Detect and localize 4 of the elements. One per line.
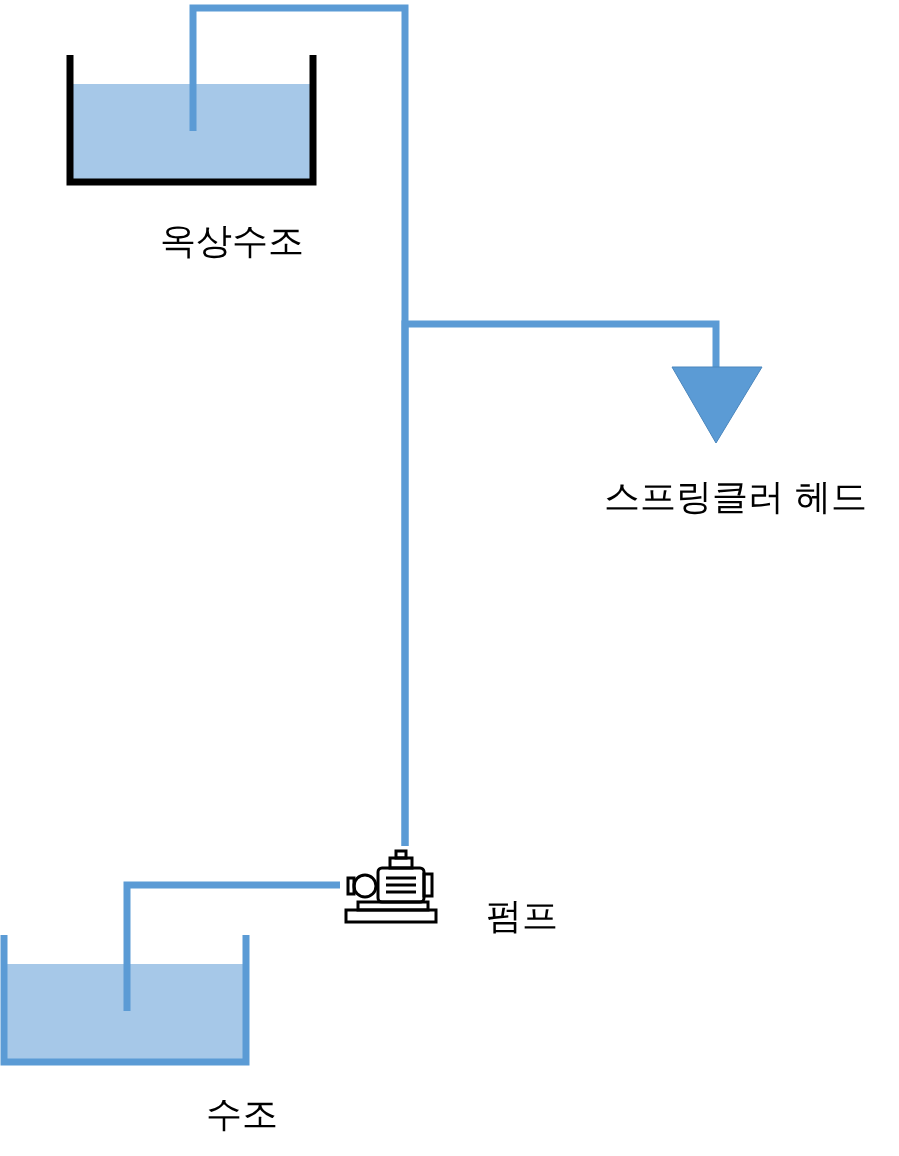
node-label: 수조 (206, 1092, 278, 1136)
node-label: 옥상수조 (160, 219, 304, 263)
node-label: 펌프 (486, 894, 558, 938)
node-label: 스프링클러 헤드 (604, 475, 868, 519)
